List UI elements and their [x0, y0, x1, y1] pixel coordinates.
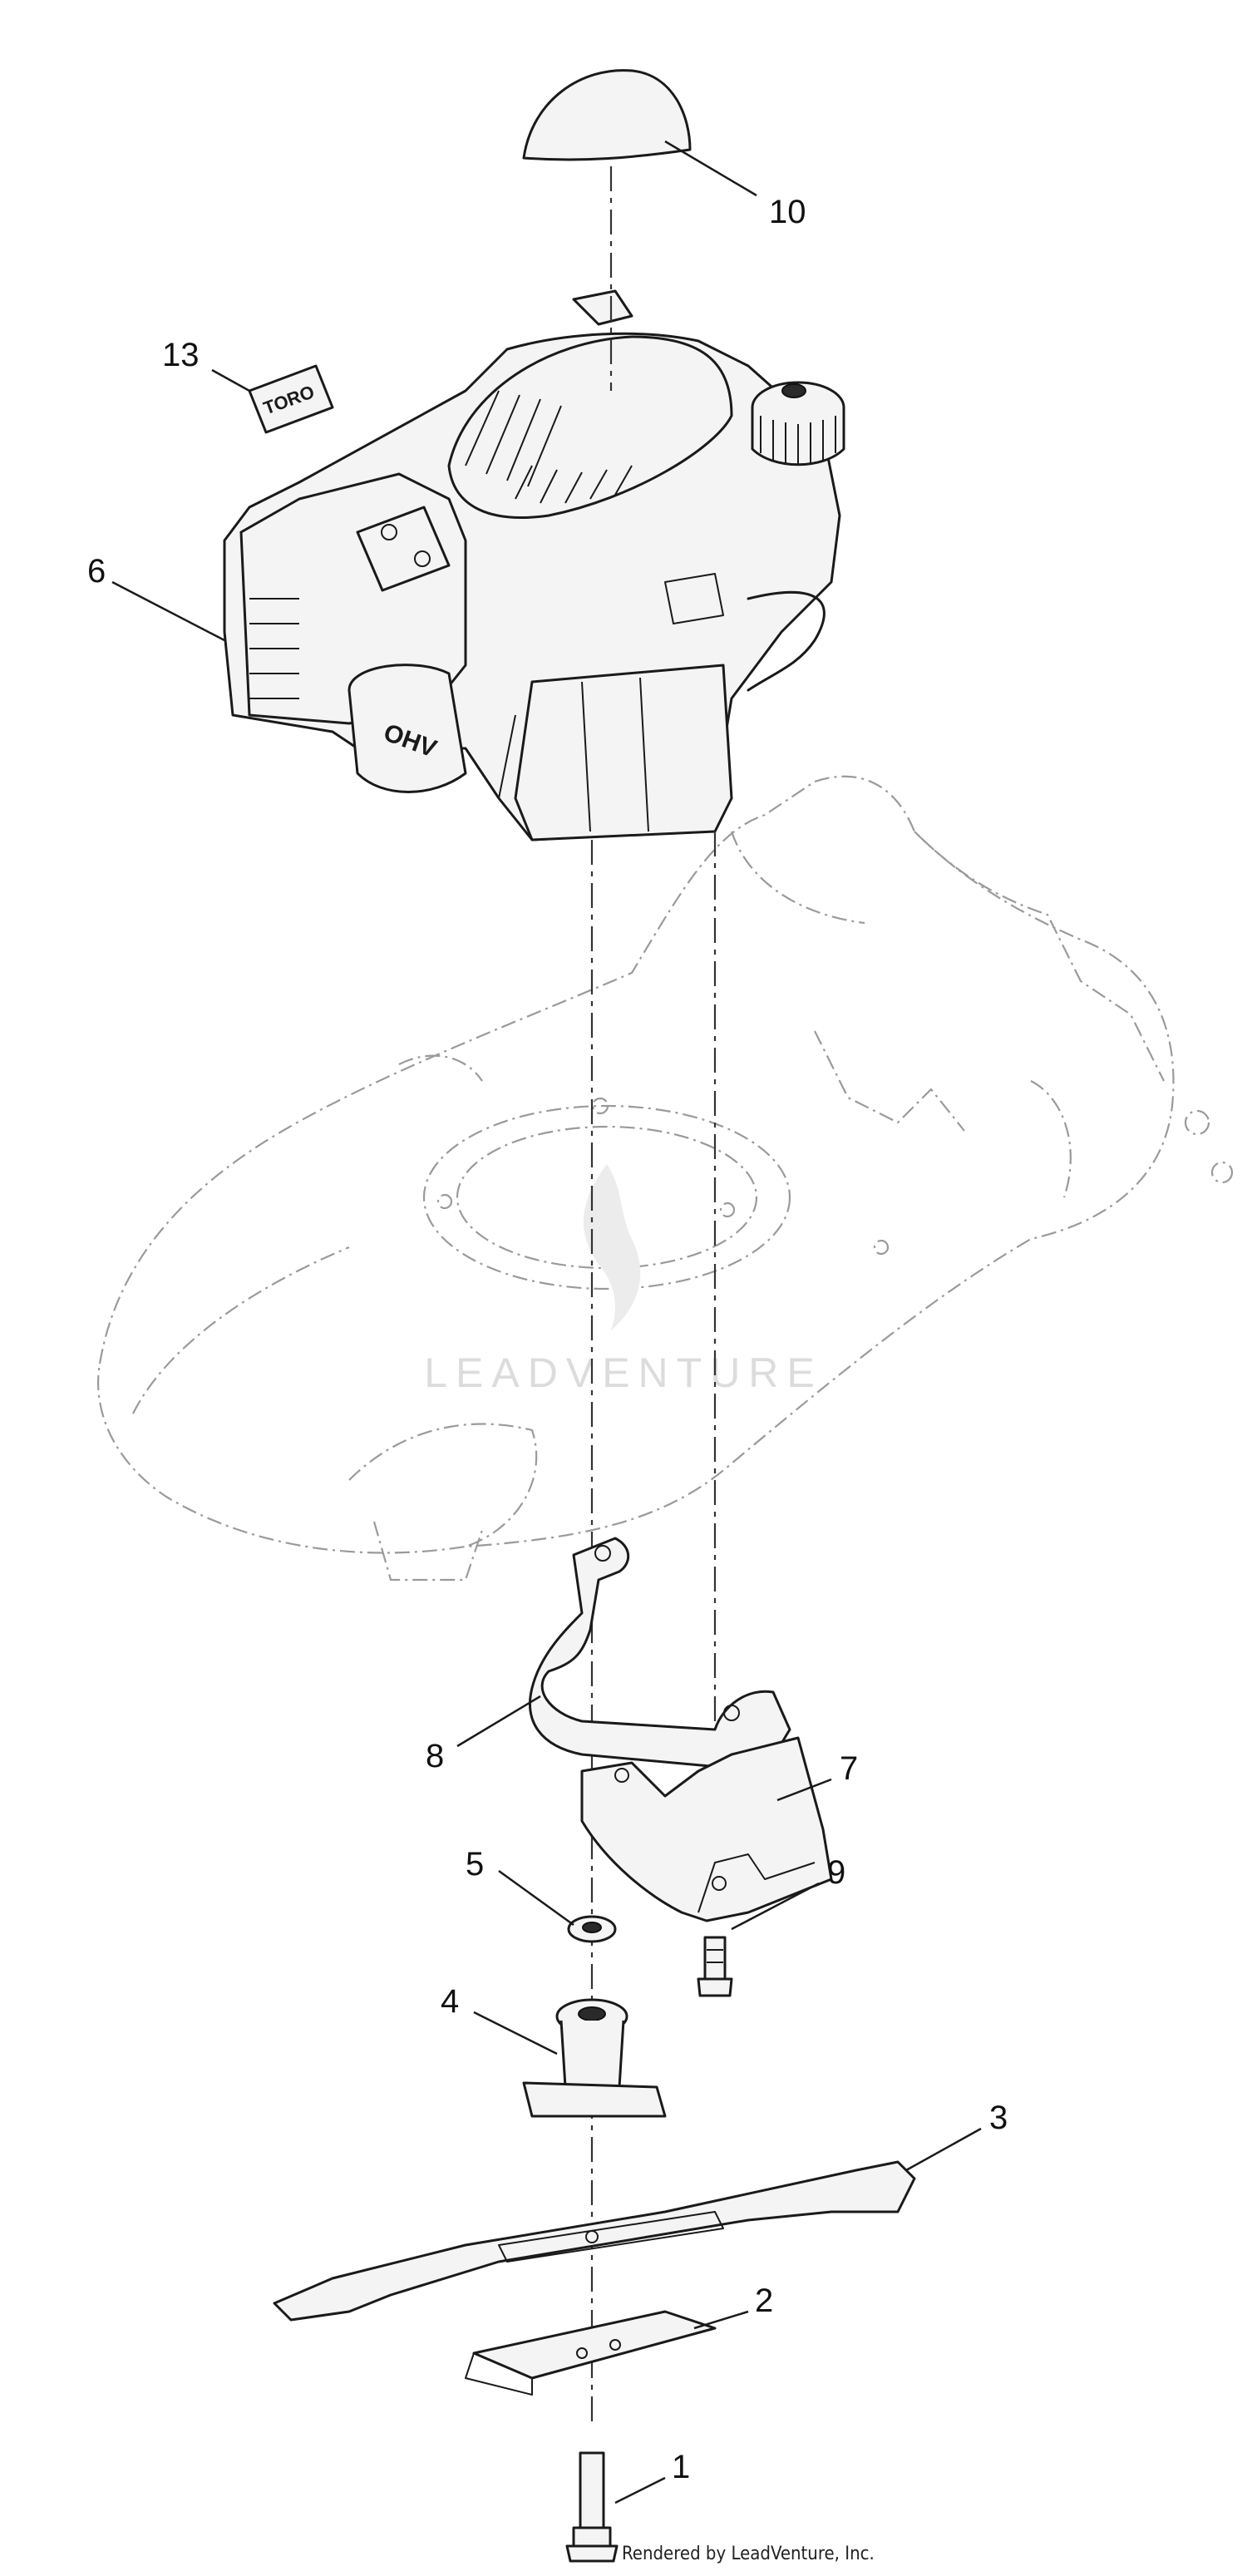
- callout-label-10: 10: [769, 194, 806, 230]
- callout-2: 2: [693, 2282, 773, 2330]
- bracket-part: [529, 1537, 791, 1773]
- callout-4: 4: [441, 1983, 558, 2055]
- assembly-centerlines: [590, 166, 717, 2428]
- callout-label-7: 7: [840, 1750, 858, 1787]
- mower-blade-part: [273, 2160, 916, 2322]
- blade-bolt-part: [565, 2451, 619, 2563]
- washer-part: [567, 1915, 617, 1943]
- callout-label-13: 13: [162, 337, 200, 373]
- callout-label-4: 4: [441, 1983, 459, 2020]
- callout-7: 7: [776, 1750, 858, 1802]
- callout-label-8: 8: [426, 1738, 444, 1774]
- callout-label-2: 2: [755, 2282, 773, 2319]
- callout-10: 10: [664, 140, 806, 230]
- callout-1: 1: [614, 2449, 690, 2504]
- footer-credit: Rendered by LeadVenture, Inc.: [622, 2544, 875, 2564]
- blade-stiffener-part: [465, 2310, 717, 2396]
- callout-3: 3: [905, 2100, 1008, 2172]
- callout-8: 8: [426, 1695, 541, 1774]
- callout-13: 13: [162, 337, 250, 392]
- blade-adapter-part: [522, 1998, 667, 2118]
- callout-5: 5: [466, 1846, 574, 1927]
- watermark-text: LEADVENTURE: [424, 1350, 823, 1396]
- callout-9: 9: [731, 1854, 845, 1931]
- callout-label-3: 3: [989, 2100, 1008, 2136]
- callout-label-5: 5: [466, 1846, 484, 1883]
- callout-6: 6: [87, 553, 225, 642]
- watermark: LEADVENTURE: [424, 1164, 823, 1396]
- callout-label-1: 1: [672, 2449, 690, 2485]
- shroud-logo-plate: [356, 506, 451, 592]
- cap-part: [522, 69, 692, 161]
- mower-deck-outline: [97, 775, 1234, 1582]
- bolt-9-part: [697, 1936, 733, 1997]
- decal-plate: TORO: [248, 364, 334, 434]
- callout-label-9: 9: [827, 1854, 845, 1891]
- baffle-part: [580, 1736, 833, 1922]
- callout-label-6: 6: [87, 553, 106, 590]
